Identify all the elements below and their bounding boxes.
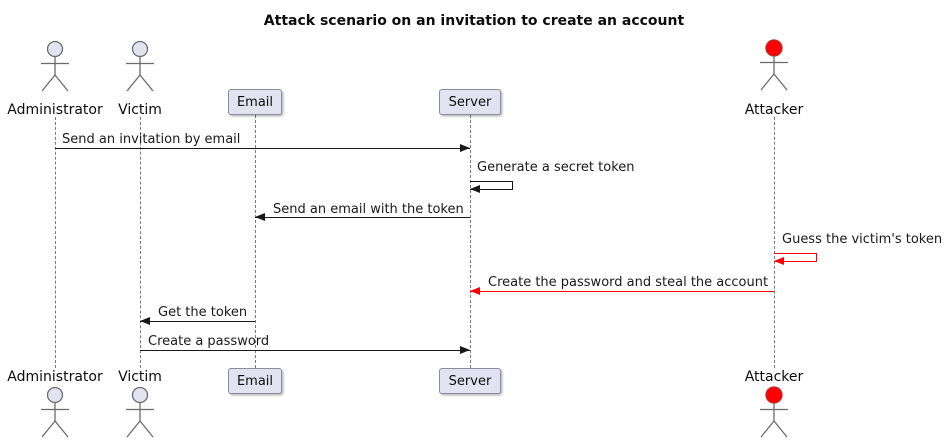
- actor-icon-administrator: [41, 40, 69, 92]
- actor-icon-administrator-bottom: [41, 386, 69, 438]
- actor-label-attacker-top: Attacker: [744, 102, 804, 118]
- message-line-send-email: [255, 217, 470, 218]
- message-label-generate-token: Generate a secret token: [477, 160, 635, 175]
- message-line-steal-account: [470, 291, 774, 292]
- lifeline-victim: [140, 117, 141, 368]
- message-line-create-password: [140, 350, 470, 351]
- actor-label-victim-bottom: Victim: [118, 369, 162, 385]
- actor-icon-victim: [126, 40, 154, 92]
- lifeline-administrator: [55, 117, 56, 368]
- message-label-steal-account: Create the password and steal the accoun…: [488, 275, 769, 290]
- arrowhead-guess-token: [774, 257, 784, 265]
- message-label-create-password: Create a password: [148, 334, 270, 349]
- lifeline-attacker: [774, 117, 775, 368]
- arrowhead-send-invitation: [460, 144, 470, 152]
- selfloop-guess-token: [774, 253, 817, 262]
- selfloop-generate-token: [470, 181, 513, 190]
- actor-icon-attacker: [760, 39, 788, 91]
- message-label-send-email: Send an email with the token: [273, 202, 464, 217]
- arrowhead-steal-account: [470, 287, 480, 295]
- actor-label-victim-top: Victim: [118, 102, 162, 118]
- lifeline-email: [255, 115, 256, 368]
- actor-icon-victim-bottom: [126, 386, 154, 438]
- actor-icon-attacker-bottom: [760, 386, 788, 438]
- participant-box-server-top: Server: [439, 89, 501, 115]
- participant-box-server-bottom: Server: [439, 368, 501, 394]
- participant-box-email-bottom: Email: [228, 368, 282, 394]
- arrowhead-create-password: [460, 346, 470, 354]
- participant-box-email-top: Email: [228, 89, 282, 115]
- lifeline-server: [470, 115, 471, 368]
- actor-label-administrator-top: Administrator: [7, 102, 103, 118]
- message-label-get-token: Get the token: [158, 305, 248, 320]
- message-line-get-token: [140, 321, 255, 322]
- arrowhead-send-email: [255, 213, 265, 221]
- diagram-title: Attack scenario on an invitation to crea…: [263, 13, 685, 29]
- arrowhead-generate-token: [470, 185, 480, 193]
- arrowhead-get-token: [140, 317, 150, 325]
- message-label-send-invitation: Send an invitation by email: [62, 132, 241, 147]
- actor-label-administrator-bottom: Administrator: [7, 369, 103, 385]
- message-line-send-invitation: [55, 148, 470, 149]
- actor-label-attacker-bottom: Attacker: [744, 369, 804, 385]
- message-label-guess-token: Guess the victim's token: [782, 232, 943, 247]
